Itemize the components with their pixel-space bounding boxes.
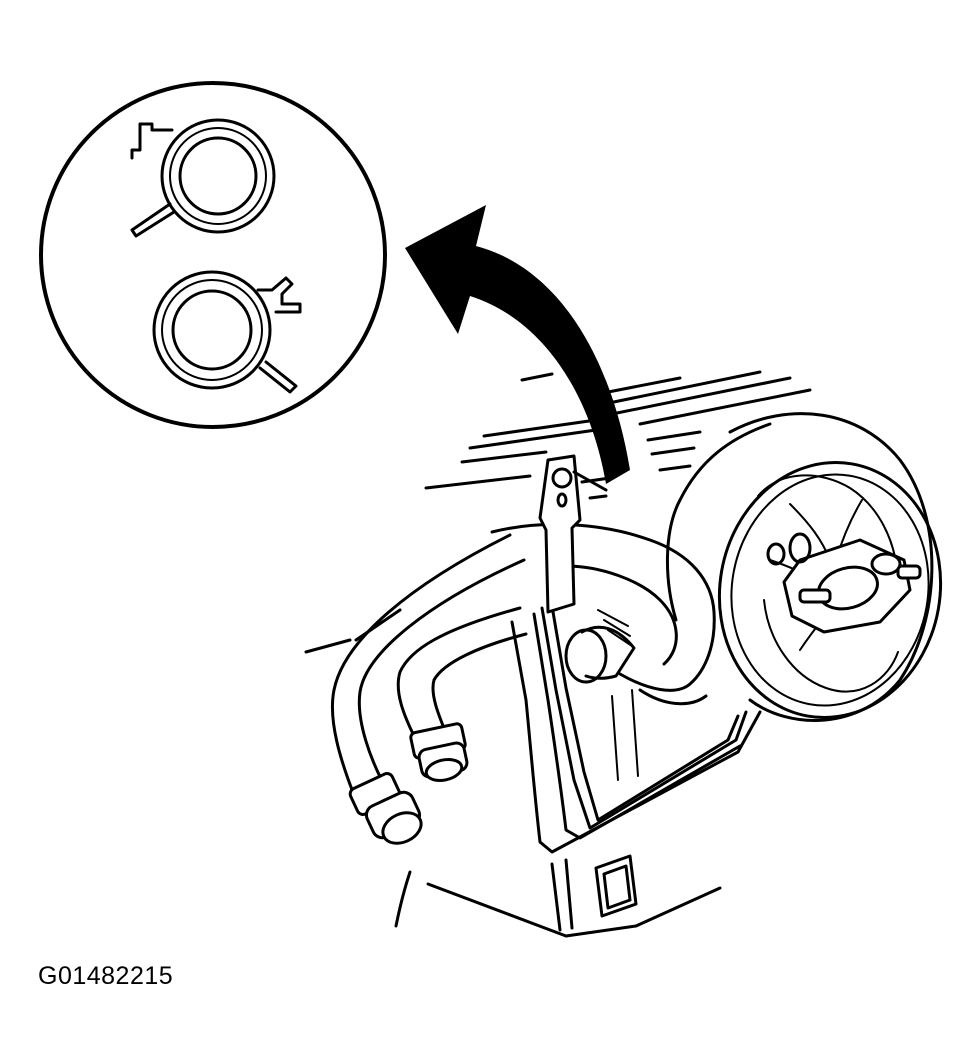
- hose-left: [330, 533, 526, 845]
- engine-block-shading: [304, 370, 812, 654]
- upper-ring-fitting: [130, 118, 276, 238]
- detail-callout: [39, 81, 387, 429]
- figure-code: G01482215: [38, 962, 174, 990]
- pump-housing: [510, 604, 762, 854]
- hose-middle: [396, 606, 528, 782]
- base-housing: [394, 854, 722, 938]
- hose-upper-loop: [490, 522, 716, 706]
- mounting-bracket: [538, 454, 608, 614]
- lower-ring-fitting: [152, 270, 302, 394]
- hose-clamp-middle: [409, 722, 469, 782]
- inner-fitting: [564, 609, 636, 684]
- curved-arrow: [405, 205, 630, 484]
- pulley: [666, 412, 943, 722]
- pulley-hub: [766, 532, 922, 634]
- hose-clamp-left: [348, 772, 423, 845]
